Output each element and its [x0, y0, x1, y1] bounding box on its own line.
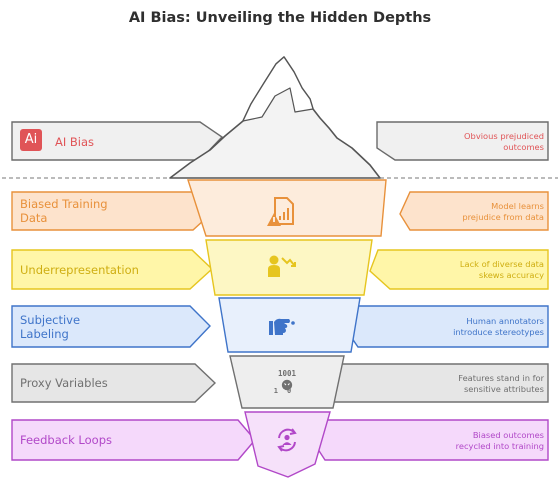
label-feedback-loops: Feedback Loops [20, 433, 112, 447]
right-panel-biased-training-data [399, 191, 549, 231]
desc-proxy-variables: Features stand in for sensitive attribut… [458, 373, 544, 394]
row-proxy-variables: 1001 10 [11, 355, 549, 409]
left-panel-proxy-variables [11, 363, 217, 403]
desc-underrepresentation: Lack of diverse data skews accuracy [459, 259, 544, 280]
warning-document-icon [267, 197, 294, 226]
binary-text-2: 10 [274, 387, 300, 395]
user-cycle-icon [277, 428, 297, 452]
desc-feedback-loops: Biased outcomes recycled into training [455, 430, 544, 451]
iceberg-peak-face [242, 56, 314, 122]
label-biased-training-data: Biased Training Data [20, 197, 108, 225]
label-underrepresentation: Underrepresentation [20, 263, 139, 277]
ai-logo-text: Ai [24, 132, 38, 147]
row-subjective-labeling [11, 297, 549, 353]
right-panel-ai-bias [376, 121, 549, 161]
left-panel-ai-bias [11, 121, 224, 161]
left-panel-subjective-labeling [11, 305, 211, 348]
right-panel-underrepresentation [369, 249, 549, 290]
left-panel-underrepresentation [11, 249, 214, 290]
binary-face-icon: 1001 10 [274, 369, 300, 395]
row-ai-bias [11, 121, 549, 161]
row-feedback-loops [11, 411, 549, 478]
desc-biased-training-data: Model learns prejudice from data [462, 201, 544, 222]
binary-text-1: 1001 [278, 369, 297, 378]
diagram-title: AI Bias: Unveiling the Hidden Depths [128, 10, 432, 26]
label-subjective-labeling: Subjective Labeling [20, 313, 81, 341]
person-decline-icon [268, 255, 296, 277]
row-biased-training-data [11, 179, 549, 237]
desc-ai-bias: Obvious prejudiced outcomes [464, 131, 544, 152]
left-panel-feedback-loops [11, 419, 256, 461]
segment-underrepresentation [205, 239, 373, 296]
label-ai-bias: AI Bias [55, 135, 95, 149]
ai-logo-icon [20, 129, 42, 151]
desc-subjective-labeling: Human annotators introduce stereotypes [453, 316, 544, 337]
hand-pointing-icon [269, 318, 295, 335]
segment-subjective-labeling [218, 297, 361, 353]
label-proxy-variables: Proxy Variables [20, 376, 108, 390]
row-underrepresentation [11, 239, 549, 296]
